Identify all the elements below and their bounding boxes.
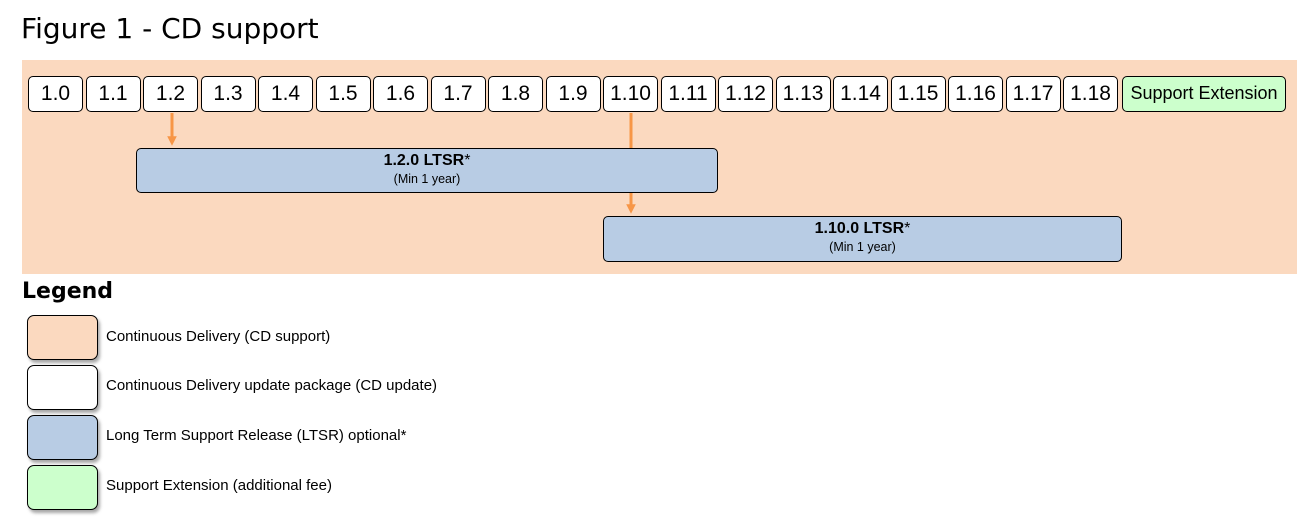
version-box: 1.16 [948, 76, 1003, 112]
version-box: 1.6 [373, 76, 428, 112]
version-box: 1.15 [890, 76, 946, 112]
legend-swatch-cd-update [27, 365, 98, 410]
version-box: 1.14 [833, 76, 888, 112]
version-box: 1.17 [1005, 76, 1061, 112]
version-box: 1.0 [28, 76, 83, 112]
legend-swatch-cd-support [27, 315, 98, 360]
ltsr-duration: (Min 1 year) [829, 240, 896, 254]
version-box: 1.12 [718, 76, 773, 112]
legend-swatch-ltsr [27, 415, 98, 460]
version-box: 1.2 [143, 76, 198, 112]
figure-title: Figure 1 - CD support [21, 12, 319, 45]
legend-label-cd-support: Continuous Delivery (CD support) [106, 328, 331, 345]
ltsr-title: 1.10.0 LTSR* [814, 220, 911, 237]
version-box: 1.18 [1063, 76, 1118, 112]
version-box: 1.8 [488, 76, 543, 112]
version-box: 1.11 [660, 76, 716, 112]
support-extension-box: Support Extension [1122, 76, 1286, 112]
version-box: 1.4 [258, 76, 313, 112]
ltsr-title: 1.2.0 LTSR* [383, 152, 471, 169]
legend-label-support-extension: Support Extension (additional fee) [106, 477, 332, 494]
version-box: 1.9 [545, 76, 601, 112]
version-box: 1.3 [200, 76, 256, 112]
legend-title: Legend [22, 279, 114, 304]
version-box: 1.13 [775, 76, 831, 112]
version-box: 1.1 [85, 76, 141, 112]
ltsr-1-10-box: 1.10.0 LTSR* (Min 1 year) [603, 216, 1122, 262]
version-box: 1.7 [430, 76, 486, 112]
legend-label-cd-update: Continuous Delivery update package (CD u… [106, 377, 438, 394]
legend-label-ltsr: Long Term Support Release (LTSR) optiona… [106, 427, 407, 444]
version-box: 1.10 [603, 76, 658, 112]
version-box: 1.5 [315, 76, 371, 112]
ltsr-duration: (Min 1 year) [393, 172, 461, 186]
legend-swatch-support-extension [27, 465, 98, 510]
ltsr-1-2-box: 1.2.0 LTSR* (Min 1 year) [136, 148, 718, 193]
